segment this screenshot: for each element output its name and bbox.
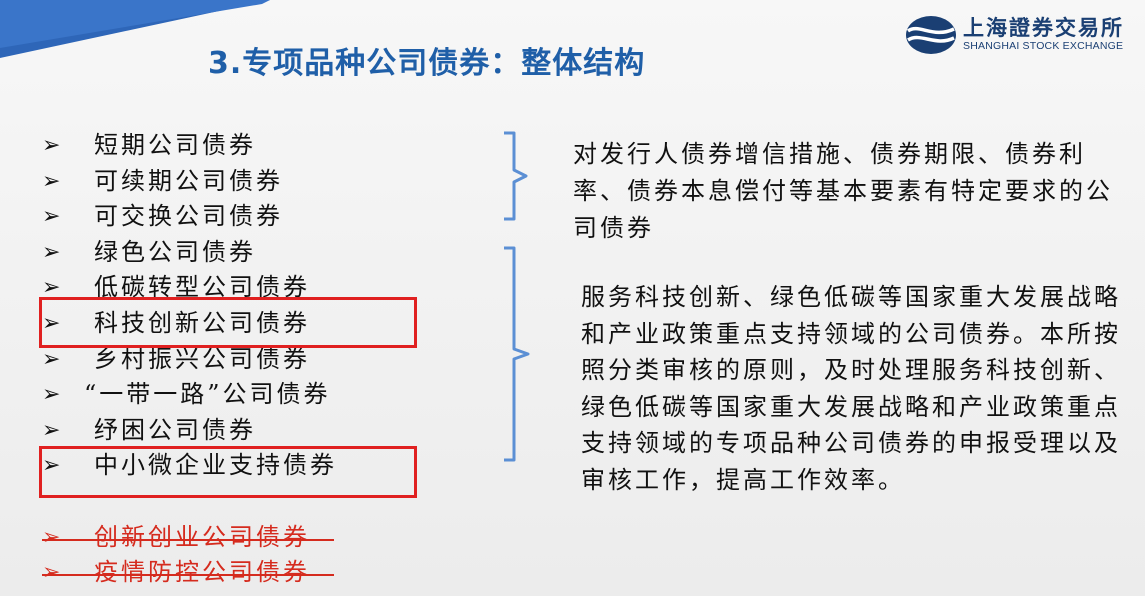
highlight-box-sme-support [39, 446, 417, 498]
list-item-label: 疫情防控公司债券 [94, 558, 310, 587]
brace-group-1 [504, 131, 528, 221]
arrowhead-bullet-icon: ➢ [42, 382, 61, 408]
list-item: ➢ 乡村振兴公司债券 [42, 342, 462, 378]
list-item-label: 短期公司债券 [94, 131, 256, 159]
list-item: ➢ 纾困公司债券 [42, 413, 462, 449]
list-item: ➢ 短期公司债券 [42, 128, 462, 164]
list-item-label: “一带一路”公司债券 [84, 380, 331, 409]
arrowhead-bullet-icon: ➢ [42, 560, 61, 586]
arrowhead-bullet-icon: ➢ [42, 524, 61, 550]
slide-title: 3.专项品种公司债券：整体结构 [208, 46, 646, 81]
arrowhead-bullet-icon: ➢ [42, 204, 61, 230]
exchange-logo: 上海證券交易所 SHANGHAI STOCK EXCHANGE [905, 12, 1143, 58]
list-item: ➢ 可续期公司债券 [42, 164, 462, 200]
list-item-label: 可续期公司债券 [94, 166, 283, 195]
list-item-highlighted: ➢ 科技创新公司债券 [42, 306, 462, 342]
list-item-label: 创新创业公司债券 [94, 522, 310, 551]
list-item-label: 低碳转型公司债券 [94, 273, 310, 302]
arrowhead-bullet-icon: ➢ [42, 168, 61, 194]
list-item-label: 可交换公司债券 [94, 202, 283, 231]
list-item: ➢ 低碳转型公司债券 [42, 270, 462, 306]
logo-text-en: SHANGHAI STOCK EXCHANGE [963, 40, 1124, 52]
arrowhead-bullet-icon: ➢ [42, 453, 61, 479]
sse-logo-icon [906, 16, 956, 54]
list-item-label: 中小微企业支持债券 [94, 451, 337, 480]
arrowhead-bullet-icon: ➢ [42, 133, 61, 158]
list-item-label: 科技创新公司债券 [94, 308, 310, 337]
bond-type-list: ➢ 短期公司债券 ➢ 可续期公司债券 ➢ 可交换公司债券 ➢ 绿色公司债券 ➢ … [42, 128, 462, 591]
arrowhead-bullet-icon: ➢ [42, 310, 61, 336]
description-group-2: 服务科技创新、绿色低碳等国家重大发展战略和产业政策重点支持领域的公司债券。本所按… [581, 283, 1121, 494]
brace-group-2 [504, 246, 530, 462]
strikethrough-line [42, 574, 334, 577]
highlight-box-tech-innovation [39, 297, 417, 348]
list-item-label: 绿色公司债券 [94, 237, 256, 266]
list-item-highlighted: ➢ 中小微企业支持债券 [42, 448, 462, 484]
logo-text-cn: 上海證券交易所 [963, 15, 1124, 40]
decorative-corner-band [0, 0, 270, 58]
list-item-deprecated: ➢ 疫情防控公司债券 [42, 555, 462, 591]
list-item: ➢ 绿色公司债券 [42, 235, 462, 271]
list-item: ➢ 可交换公司债券 [42, 199, 462, 235]
arrowhead-bullet-icon: ➢ [42, 346, 61, 372]
list-item: ➢ “一带一路”公司债券 [42, 377, 462, 413]
arrowhead-bullet-icon: ➢ [42, 275, 61, 301]
list-item-label: 纾困公司债券 [94, 415, 256, 444]
strikethrough-line [42, 538, 334, 541]
description-group-1: 对发行人债券增信措施、债券期限、债券利率、债券本息偿付等基本要素有特定要求的公司… [573, 140, 1113, 242]
list-item-label: 乡村振兴公司债券 [94, 344, 310, 373]
list-item-deprecated: ➢ 创新创业公司债券 [42, 520, 462, 556]
arrowhead-bullet-icon: ➢ [42, 239, 61, 265]
arrowhead-bullet-icon: ➢ [42, 417, 61, 443]
